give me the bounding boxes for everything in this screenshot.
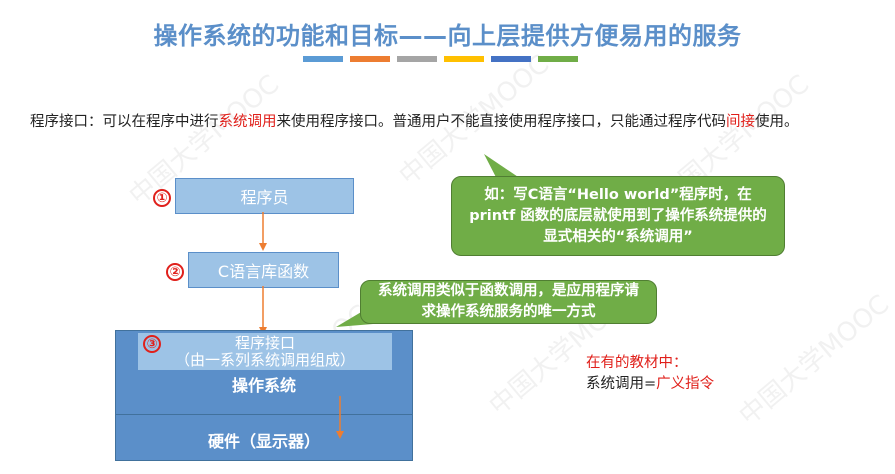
os-label: 操作系统 — [231, 376, 296, 395]
callout-system-call-definition: 系统调用类似于函数调用，是应用程序请求操作系统服务的唯一方式 — [360, 280, 657, 324]
accent-bar-segment — [303, 56, 343, 62]
accent-bar-segment — [444, 56, 484, 62]
step-number-2: ② — [166, 263, 184, 281]
c-library-label: C语言库函数 — [217, 262, 310, 281]
slide-title: 操作系统的功能和目标——向上层提供方便易用的服务 — [153, 22, 742, 50]
note-system-call: 系统调用= — [586, 376, 657, 392]
intro-highlight-indirect: 间接 — [726, 114, 755, 130]
arrow-down-icon — [336, 396, 344, 439]
step-number-1: ① — [153, 189, 171, 207]
callout-printf-example: 如：写C语言“Hello world”程序时，在printf 函数的底层就使用到… — [451, 176, 785, 256]
programmer-label: 程序员 — [240, 188, 289, 207]
program-interface-label: 程序接口 — [234, 333, 295, 352]
program-interface-sublabel: （由一系列系统调用组成） — [174, 350, 355, 369]
watermark-text: 中国大学MOOC — [733, 289, 895, 432]
textbook-note-line1: 在有的教材中： — [586, 355, 688, 371]
intro-text: 来使用程序接口。普通用户不能直接使用程序接口，只能通过程序代码 — [276, 114, 727, 130]
intro-paragraph: 程序接口：可以在程序中进行系统调用来使用程序接口。普通用户不能直接使用程序接口，… — [30, 112, 820, 133]
intro-text: 使用。 — [755, 114, 799, 130]
accent-bar-segment — [397, 56, 437, 62]
textbook-note-line2: 系统调用=广义指令 — [586, 374, 714, 395]
step-number-3: ③ — [143, 335, 161, 353]
c-library-box: C语言库函数 — [188, 252, 339, 288]
programmer-box: 程序员 — [175, 178, 354, 214]
os-hardware-divider — [115, 414, 413, 415]
hardware-label: 硬件（显示器） — [207, 432, 320, 451]
arrow-down-icon — [259, 286, 267, 335]
accent-bar-segment — [538, 56, 578, 62]
callout-printf-text: 如：写C语言“Hello world”程序时，在printf 函数的底层就使用到… — [469, 186, 767, 245]
accent-bar-segment — [350, 56, 390, 62]
textbook-note: 在有的教材中： 系统调用=广义指令 — [586, 353, 714, 395]
arrow-down-icon — [259, 212, 267, 251]
intro-highlight-system-call: 系统调用 — [218, 114, 277, 130]
note-generalized-instruction: 广义指令 — [656, 376, 715, 392]
callout-system-call-text: 系统调用类似于函数调用，是应用程序请求操作系统服务的唯一方式 — [378, 283, 639, 320]
program-interface-box: 程序接口 （由一系列系统调用组成） — [137, 332, 393, 371]
accent-bar-segment — [491, 56, 531, 62]
intro-text: 程序接口：可以在程序中进行 — [30, 114, 219, 130]
